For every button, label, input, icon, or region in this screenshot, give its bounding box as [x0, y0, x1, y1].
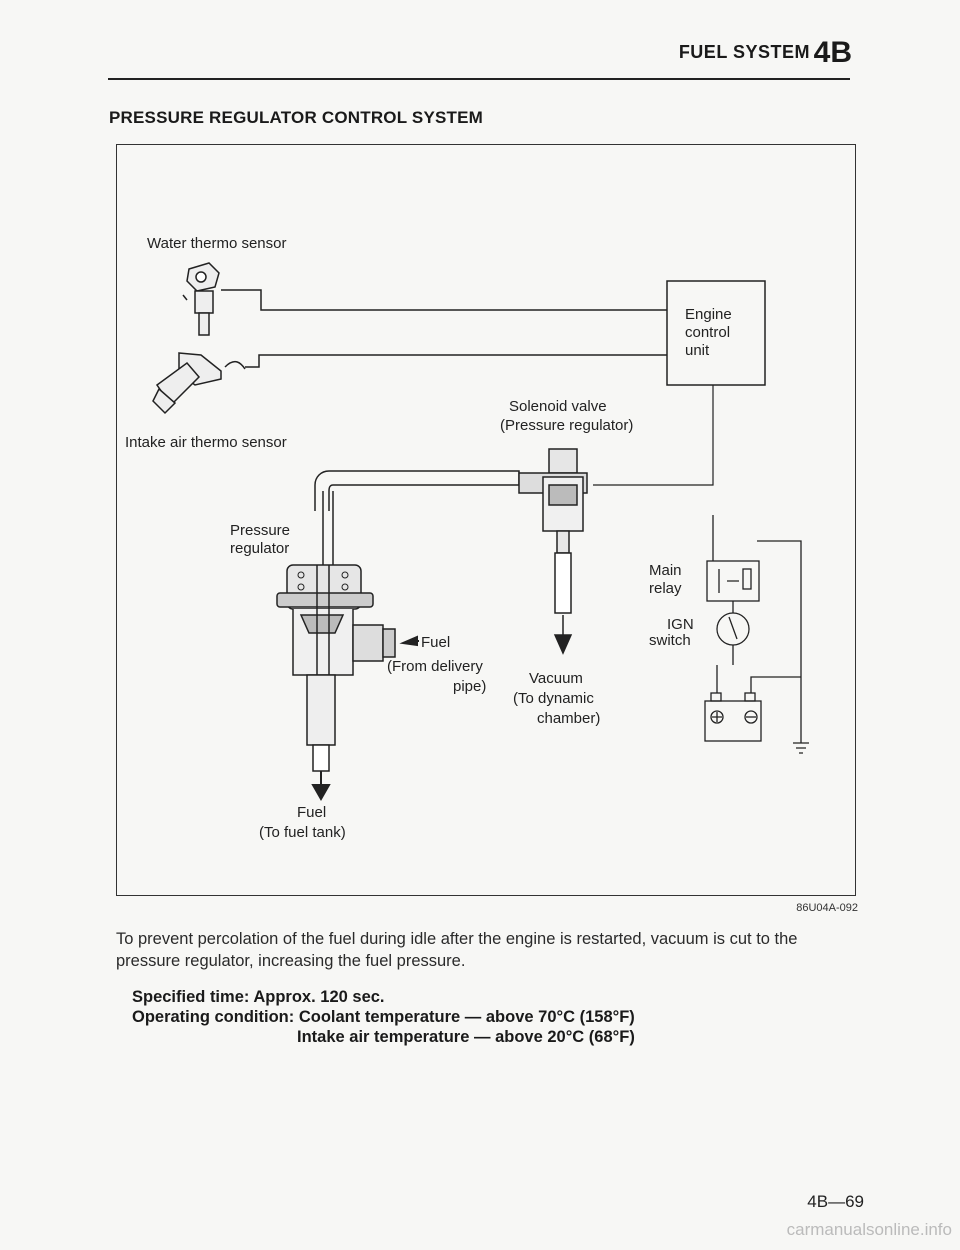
fuel-in-label-1: Fuel — [421, 634, 450, 651]
fuel-out-label-1: Fuel — [297, 804, 326, 821]
ign-switch-drawing — [716, 601, 750, 665]
fuel-in-arrow — [399, 635, 419, 647]
ecu-to-solenoid-wire — [593, 385, 714, 486]
solenoid-valve-label-2: (Pressure regulator) — [500, 417, 633, 434]
page-number: 4B—69 — [807, 1192, 864, 1211]
pressure-regulator-label-2: regulator — [230, 540, 289, 557]
pressure-regulator-label-1: Pressure — [230, 522, 290, 539]
spec-condition-label: Operating condition: — [132, 1008, 295, 1026]
header-section-code: 4B — [813, 36, 852, 69]
header-rule — [108, 78, 850, 80]
body-paragraph: To prevent percolation of the fuel durin… — [116, 930, 798, 970]
vacuum-label-3: chamber) — [537, 710, 600, 727]
main-relay-label-1: Main — [649, 562, 682, 579]
ecu-label-3: unit — [685, 342, 710, 359]
fuel-in-label-3: pipe) — [453, 678, 486, 695]
watermark: carmanualsonline.info — [786, 1220, 952, 1239]
figure-code: 86U04A-092 — [796, 902, 858, 914]
section-title: PRESSURE REGULATOR CONTROL SYSTEM — [109, 108, 484, 127]
fuel-out-arrow — [311, 771, 331, 802]
figure-frame: Water thermo sensor Intake air thermo se… — [116, 144, 856, 896]
main-relay-label-2: relay — [649, 580, 682, 597]
pressure-regulator-drawing — [276, 470, 520, 772]
spec-time-label: Specified time: — [132, 988, 250, 1006]
intake-air-thermo-sensor-drawing — [152, 352, 667, 415]
solenoid-valve-drawing — [518, 448, 588, 655]
spec-condition-2: Intake air temperature — above 20°C (68°… — [297, 1028, 635, 1046]
header-title: FUEL SYSTEM — [678, 42, 810, 62]
spec-condition-1: Coolant temperature — above 70°C (158°F) — [298, 1008, 635, 1026]
vacuum-label-2: (To dynamic — [513, 690, 594, 707]
ecu-label-1: Engine — [685, 306, 732, 323]
ecu-label-2: control — [685, 324, 730, 341]
spec-condition: Operating condition: Coolant temperature… — [132, 1008, 635, 1027]
ign-switch-label-2: switch — [649, 632, 691, 649]
spec-time-value: Approx. 120 sec. — [253, 988, 385, 1006]
battery-drawing — [704, 665, 809, 754]
ign-switch-label-1: IGN — [667, 616, 694, 633]
engine-control-unit: Engine control unit — [666, 280, 766, 386]
fuel-out-label-2: (To fuel tank) — [259, 824, 346, 841]
spec-time: Specified time: Approx. 120 sec. — [132, 988, 385, 1007]
vacuum-label-1: Vacuum — [529, 670, 583, 687]
water-thermo-sensor-label: Water thermo sensor — [147, 235, 287, 252]
main-relay-drawing — [706, 515, 802, 735]
water-thermo-sensor-drawing — [182, 262, 667, 336]
fuel-pressure-diagram: Water thermo sensor Intake air thermo se… — [125, 235, 809, 841]
intake-air-thermo-sensor-label: Intake air thermo sensor — [125, 434, 287, 451]
solenoid-valve-label-1: Solenoid valve — [509, 398, 607, 415]
fuel-in-label-2: (From delivery — [387, 658, 483, 675]
